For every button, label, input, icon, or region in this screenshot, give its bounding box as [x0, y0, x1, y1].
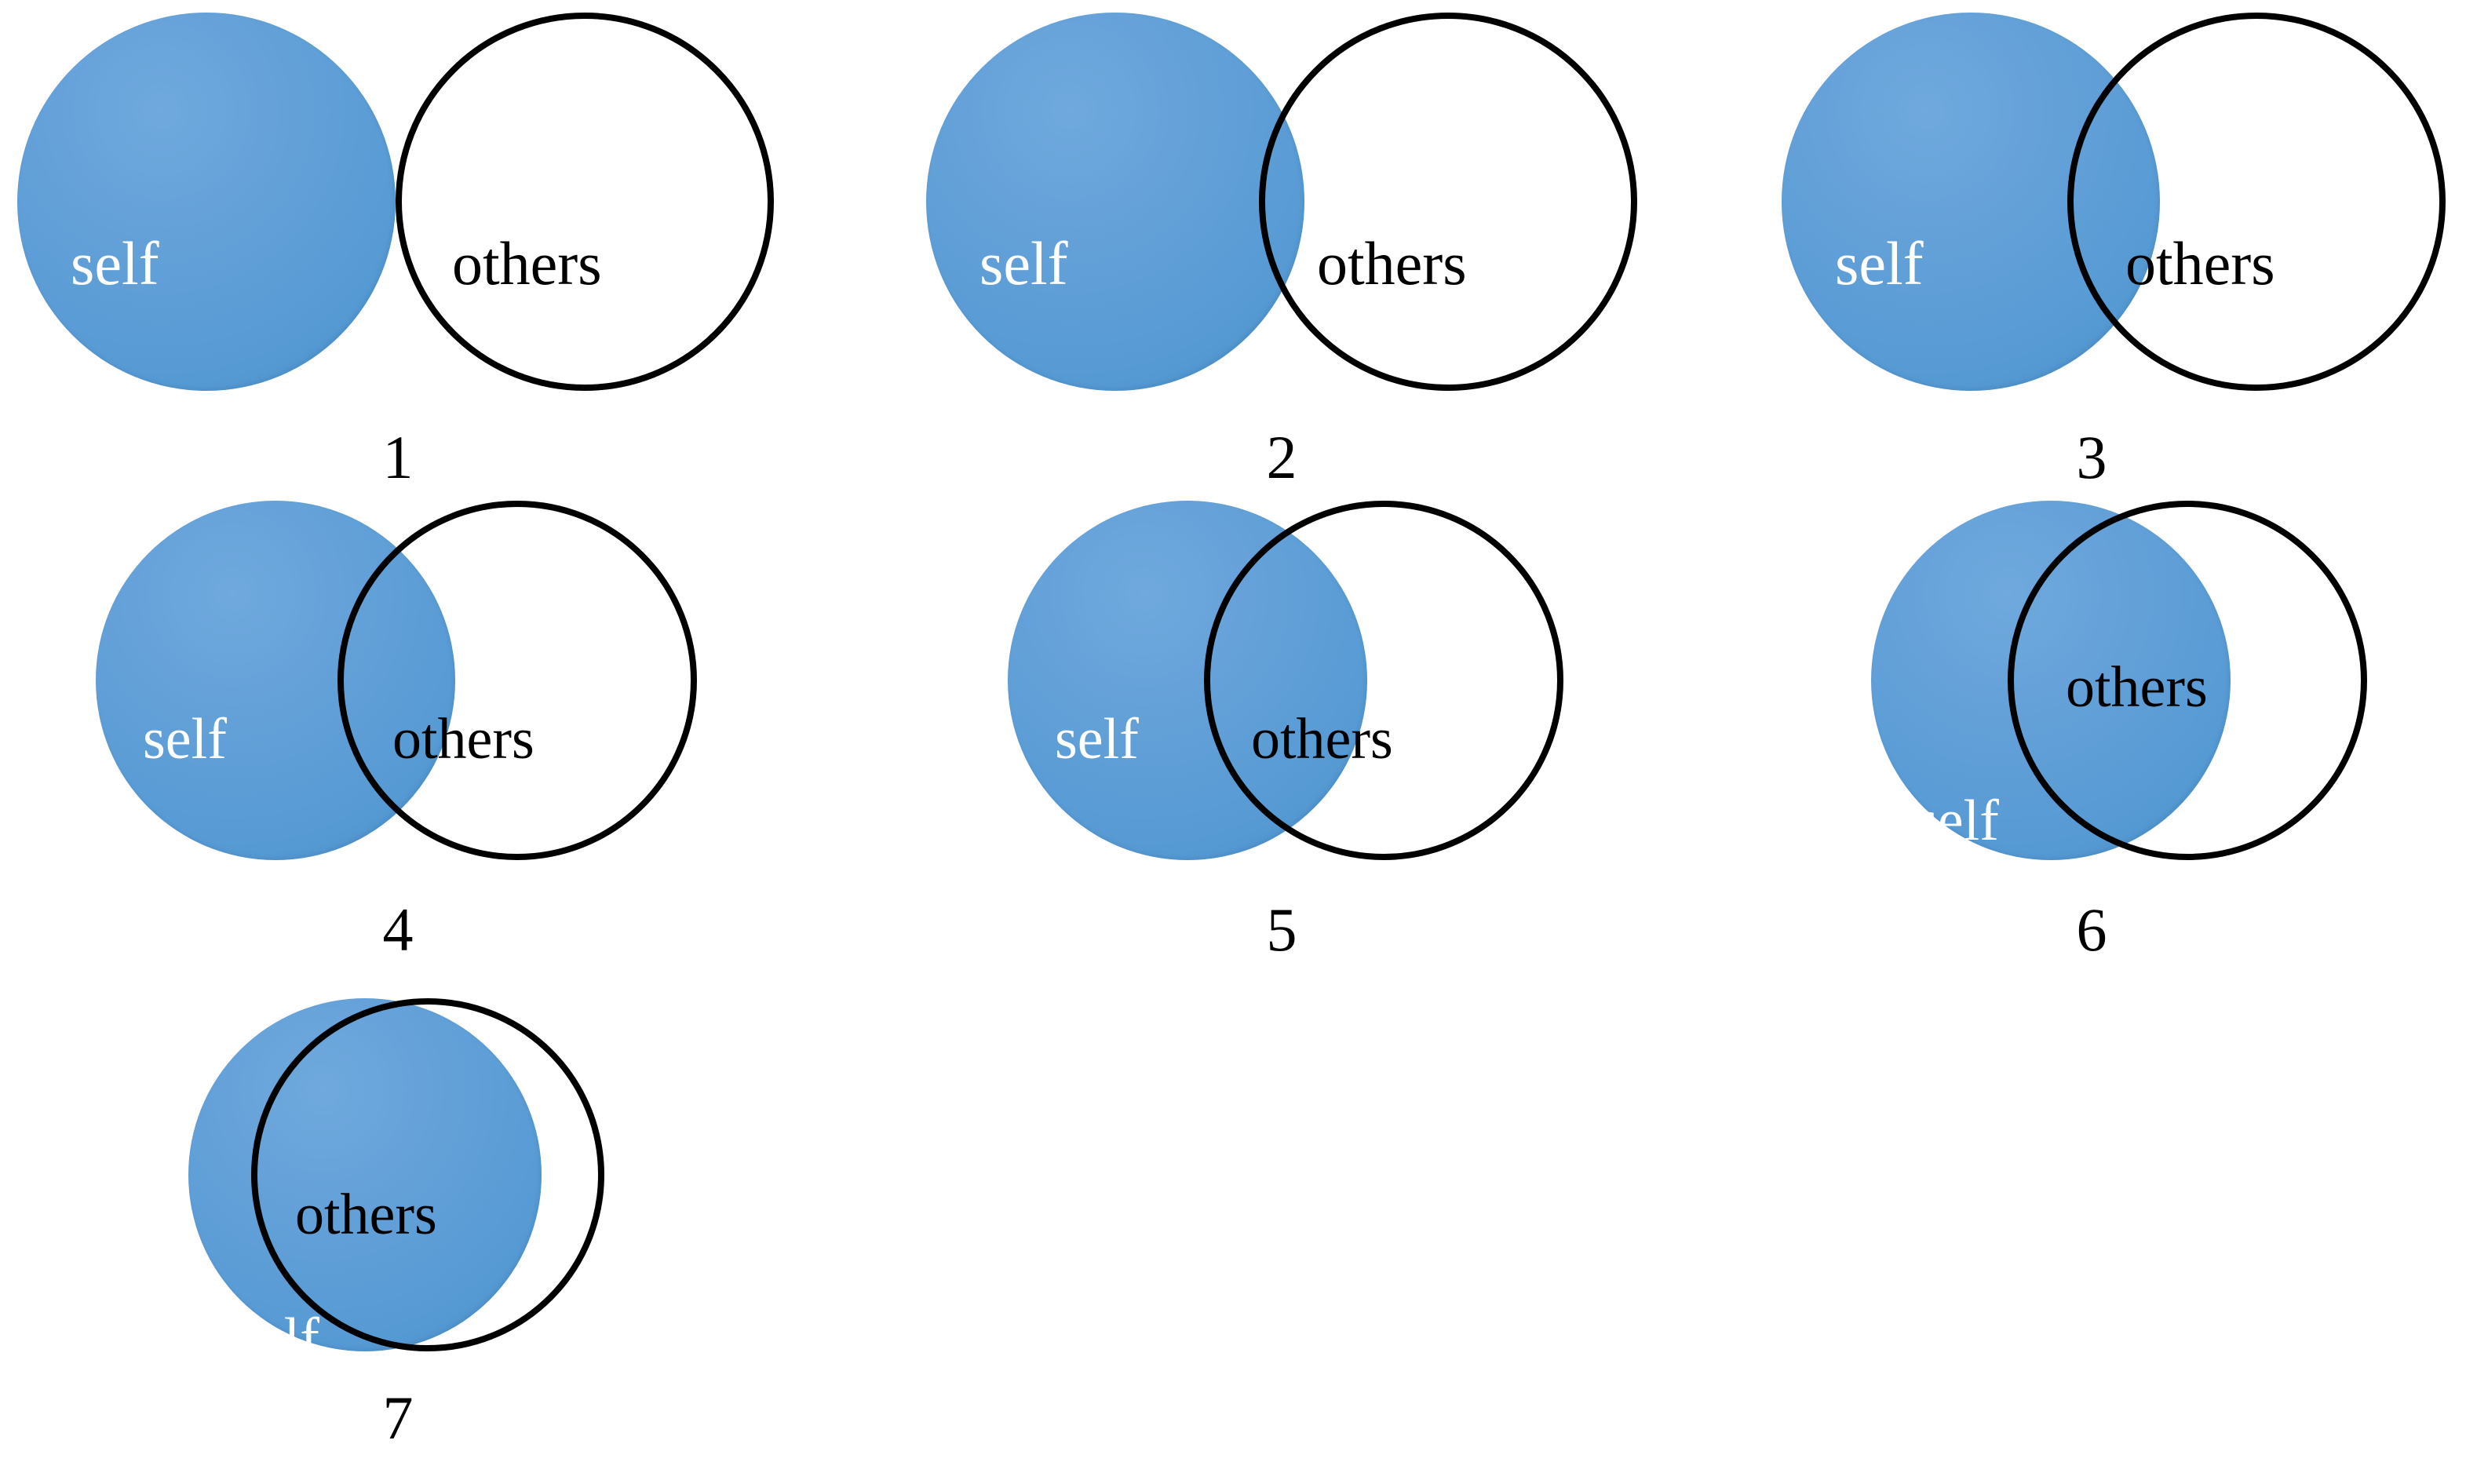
others-circle-4[interactable] [337, 501, 697, 860]
others-circle-1[interactable] [396, 13, 774, 391]
self-circle-1[interactable] [17, 13, 396, 391]
others-circle-2[interactable] [1259, 13, 1637, 391]
item-number-7: 7 [382, 1384, 414, 1452]
others-circle-7[interactable] [251, 998, 604, 1351]
item-number-1: 1 [382, 423, 414, 491]
others-circle-3[interactable] [2067, 13, 2446, 391]
self-circle-2[interactable] [926, 13, 1304, 391]
others-circle-6[interactable] [2008, 501, 2367, 860]
item-number-3: 3 [2076, 423, 2107, 491]
item-number-5: 5 [1266, 895, 1297, 964]
item-number-6: 6 [2076, 895, 2107, 964]
item-number-4: 4 [382, 895, 414, 964]
item-number-2: 2 [1266, 423, 1297, 491]
others-circle-5[interactable] [1204, 501, 1563, 860]
